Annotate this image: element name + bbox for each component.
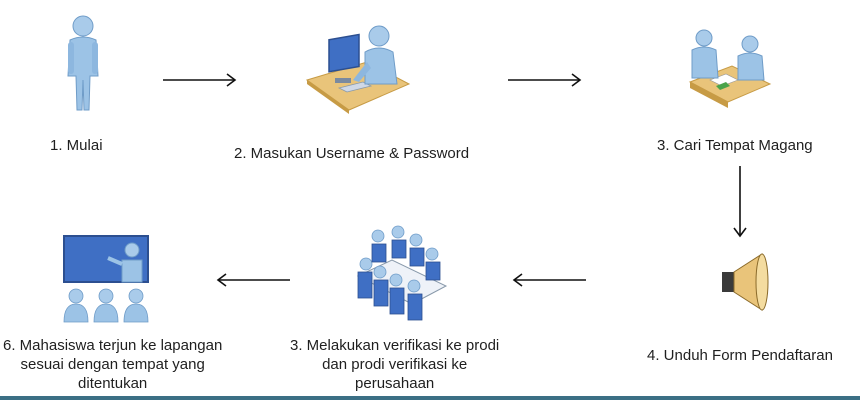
bottom-rule: [0, 396, 860, 400]
step-5-line-2: dan prodi verifikasi ke: [322, 356, 468, 373]
step-1-label: 1. Mulai: [50, 137, 103, 154]
arrow-right-icon: [508, 73, 582, 87]
arrow-left-icon: [512, 273, 586, 287]
step-5-label: 3. Melakukan verifikasi ke prodi dan pro…: [290, 336, 499, 393]
step-2-label: 2. Masukan Username & Password: [234, 145, 470, 162]
step-6-line-3: ditentukan: [78, 375, 148, 392]
step-6-line-2: sesuai dengan tempat yang: [20, 356, 205, 373]
step-5-line-3: perusahaan: [355, 375, 435, 392]
step-6-line-1: 6. Mahasiswa terjun ke lapangan: [3, 337, 223, 354]
arrow-down-icon: [733, 166, 747, 238]
speaker-icon: [722, 253, 769, 311]
step-3-label: 3. Cari Tempat Magang: [657, 137, 813, 154]
arrow-right-icon: [163, 73, 237, 87]
person-at-computer-icon: [305, 25, 411, 114]
step-4-label: 4. Unduh Form Pendaftaran: [647, 347, 833, 364]
presentation-audience-icon: [63, 235, 149, 323]
standing-person-icon: [67, 15, 99, 111]
conference-table-icon: [356, 225, 448, 321]
arrow-left-icon: [216, 273, 290, 287]
step-6-label: 6. Mahasiswa terjun ke lapangan sesuai d…: [3, 336, 222, 393]
meeting-at-desk-icon: [688, 29, 772, 108]
step-5-line-1: 3. Melakukan verifikasi ke prodi: [290, 337, 500, 354]
